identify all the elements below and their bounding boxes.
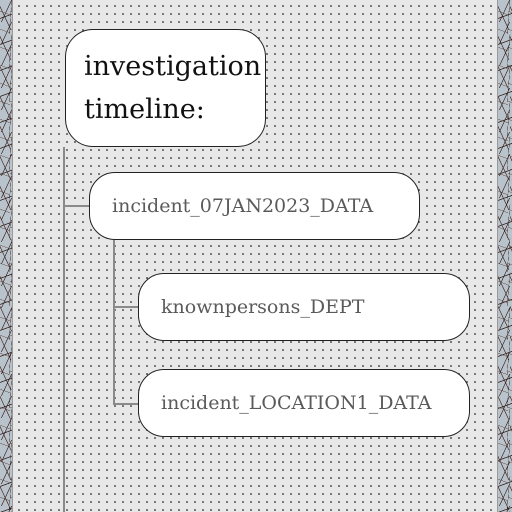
timeline-root-node[interactable]: investigation timeline: xyxy=(65,29,266,147)
node-incident-location1[interactable]: incident_LOCATION1_DATA xyxy=(138,369,470,437)
node-knownpersons-dept-label: knownpersons_DEPT xyxy=(161,296,365,318)
node-incident-07jan2023[interactable]: incident_07JAN2023_DATA xyxy=(89,172,420,240)
background-tree-left xyxy=(0,0,12,512)
node-incident-07jan2023-label: incident_07JAN2023_DATA xyxy=(112,195,374,217)
root-trunk-line xyxy=(63,147,65,512)
connector-location xyxy=(113,403,138,405)
timeline-root-label: investigation timeline: xyxy=(84,51,262,125)
node-knownpersons-dept[interactable]: knownpersons_DEPT xyxy=(138,273,470,341)
node-incident-location1-label: incident_LOCATION1_DATA xyxy=(161,392,432,414)
connector-incident xyxy=(63,205,89,207)
incident-trunk-line xyxy=(113,240,115,404)
background-tree-right xyxy=(498,0,512,512)
connector-persons xyxy=(113,306,138,308)
